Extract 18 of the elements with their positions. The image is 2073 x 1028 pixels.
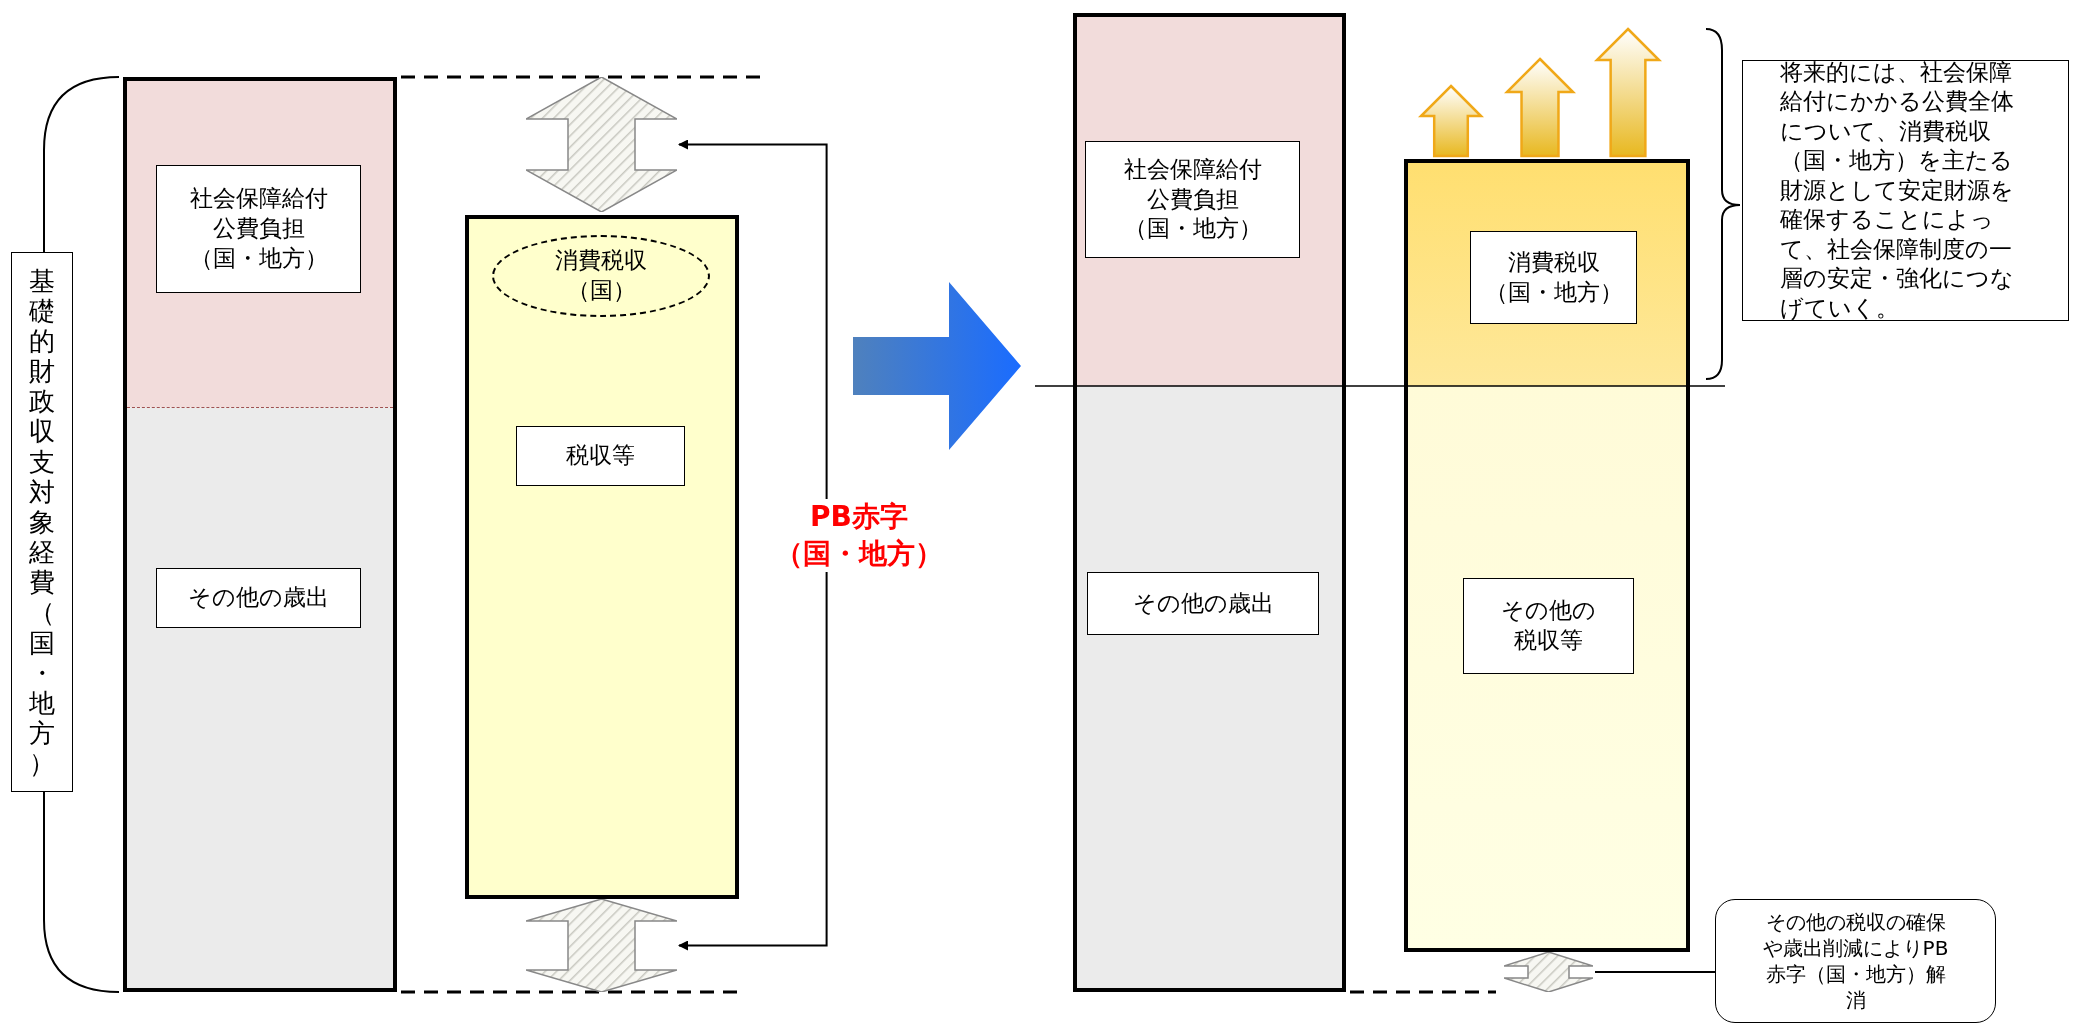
label-box: 社会保障給付公費負担（国・地方） xyxy=(156,165,361,293)
label-box: 社会保障給付公費負担（国・地方） xyxy=(1085,141,1300,258)
label-box: その他の税収等 xyxy=(1463,578,1634,674)
bar xyxy=(1073,13,1346,992)
note-box: 将来的には、社会保障給付にかかる公費全体について、消費税収（国・地方）を主たる財源として安定財源を確保することによって、社会保障制度の一層の安定・強化につなげていく。 xyxy=(1742,60,2069,321)
bar xyxy=(465,215,739,899)
label-box: 消費税収（国・地方） xyxy=(1470,231,1637,324)
leader-line xyxy=(1594,971,1716,973)
bracket-arrow xyxy=(678,571,828,951)
label-box: 税収等 xyxy=(516,426,685,486)
label-box: その他の歳出 xyxy=(156,568,361,628)
callout-box: その他の税収の確保や歳出削減によりPB赤字（国・地方）解消 xyxy=(1715,899,1996,1023)
dashed-ellipse: 消費税収（国） xyxy=(492,235,710,317)
bar xyxy=(123,77,397,992)
label-box: その他の歳出 xyxy=(1087,572,1319,635)
bar xyxy=(1404,159,1690,952)
bracket-arrow xyxy=(678,139,828,500)
vertical-label: 基礎的財政収支対象経費（国・地方） xyxy=(11,252,73,792)
